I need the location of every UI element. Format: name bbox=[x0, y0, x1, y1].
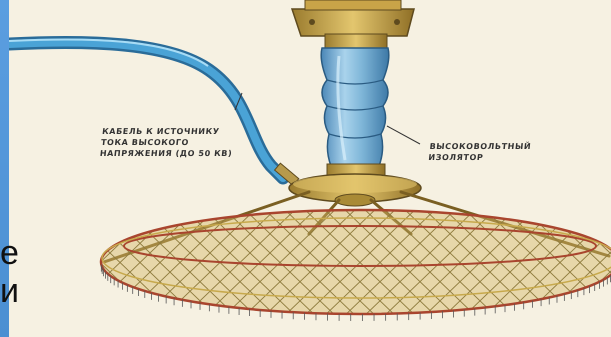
chizhevsky-chandelier-illustration: КАБЕЛЬ К ИСТОЧНИКУ ТОКА ВЫСОКОГО НАПРЯЖЕ… bbox=[9, 0, 611, 337]
mesh-electrode-dish bbox=[20, 205, 611, 321]
insulator-label-line-2: ИЗОЛЯТОР bbox=[428, 152, 531, 163]
insulator-label-line-1: ВЫСОКОВОЛЬТНЫЙ bbox=[429, 141, 532, 152]
cable bbox=[9, 39, 299, 185]
cable-label: КАБЕЛЬ К ИСТОЧНИКУ ТОКА ВЫСОКОГО НАПРЯЖЕ… bbox=[99, 126, 235, 159]
cable-label-line-1: КАБЕЛЬ К ИСТОЧНИКУ bbox=[102, 126, 236, 137]
cable-label-line-2: ТОКА ВЫСОКОГО bbox=[100, 137, 234, 148]
hub-disc bbox=[289, 174, 421, 206]
insulator-label: ВЫСОКОВОЛЬТНЫЙ ИЗОЛЯТОР bbox=[428, 141, 532, 163]
cable-label-line-3: НАПРЯЖЕНИЯ (ДО 50 КВ) bbox=[99, 148, 233, 159]
slide-text-fragment-1: е bbox=[0, 235, 19, 271]
slide-text-fragment-2: и bbox=[0, 273, 19, 309]
high-voltage-insulator bbox=[321, 48, 389, 176]
ceiling-mount-plate bbox=[292, 0, 414, 48]
